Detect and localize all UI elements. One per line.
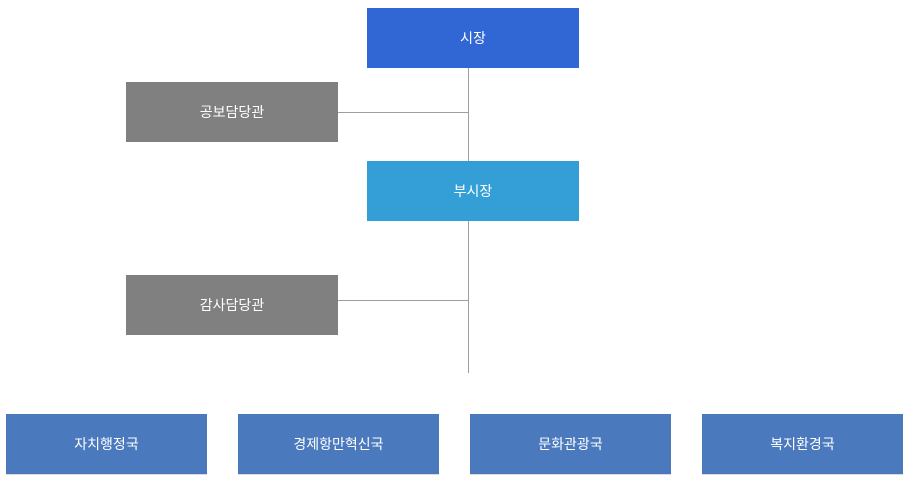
bureau-label: 경제항만혁신국 bbox=[293, 437, 384, 453]
vice-mayor-box[interactable]: 부시장 bbox=[367, 161, 579, 221]
mayor-box[interactable]: 시장 bbox=[367, 8, 579, 68]
pr-officer-label: 공보담당관 bbox=[199, 105, 265, 121]
bureau-box-culture-tourism[interactable]: 문화관광국 bbox=[470, 414, 671, 475]
bureau-box-admin[interactable]: 자치행정국 bbox=[6, 414, 207, 475]
pr-officer-box[interactable]: 공보담당관 bbox=[126, 82, 338, 142]
connector-mayor-to-vice bbox=[468, 68, 469, 161]
bureau-label: 자치행정국 bbox=[74, 437, 139, 453]
connector-pr-officer bbox=[338, 112, 469, 113]
bureau-box-economy-port[interactable]: 경제항만혁신국 bbox=[238, 414, 439, 475]
connector-audit-officer bbox=[338, 300, 469, 301]
vice-mayor-label: 부시장 bbox=[453, 184, 493, 200]
bureau-label: 문화관광국 bbox=[538, 437, 603, 453]
bureau-label: 복지환경국 bbox=[770, 437, 835, 453]
audit-officer-box[interactable]: 감사담당관 bbox=[126, 275, 338, 335]
mayor-label: 시장 bbox=[460, 31, 486, 47]
bureau-box-welfare-environment[interactable]: 복지환경국 bbox=[702, 414, 903, 475]
connector-vice-to-bureaus bbox=[468, 221, 469, 373]
audit-officer-label: 감사담당관 bbox=[199, 298, 265, 314]
